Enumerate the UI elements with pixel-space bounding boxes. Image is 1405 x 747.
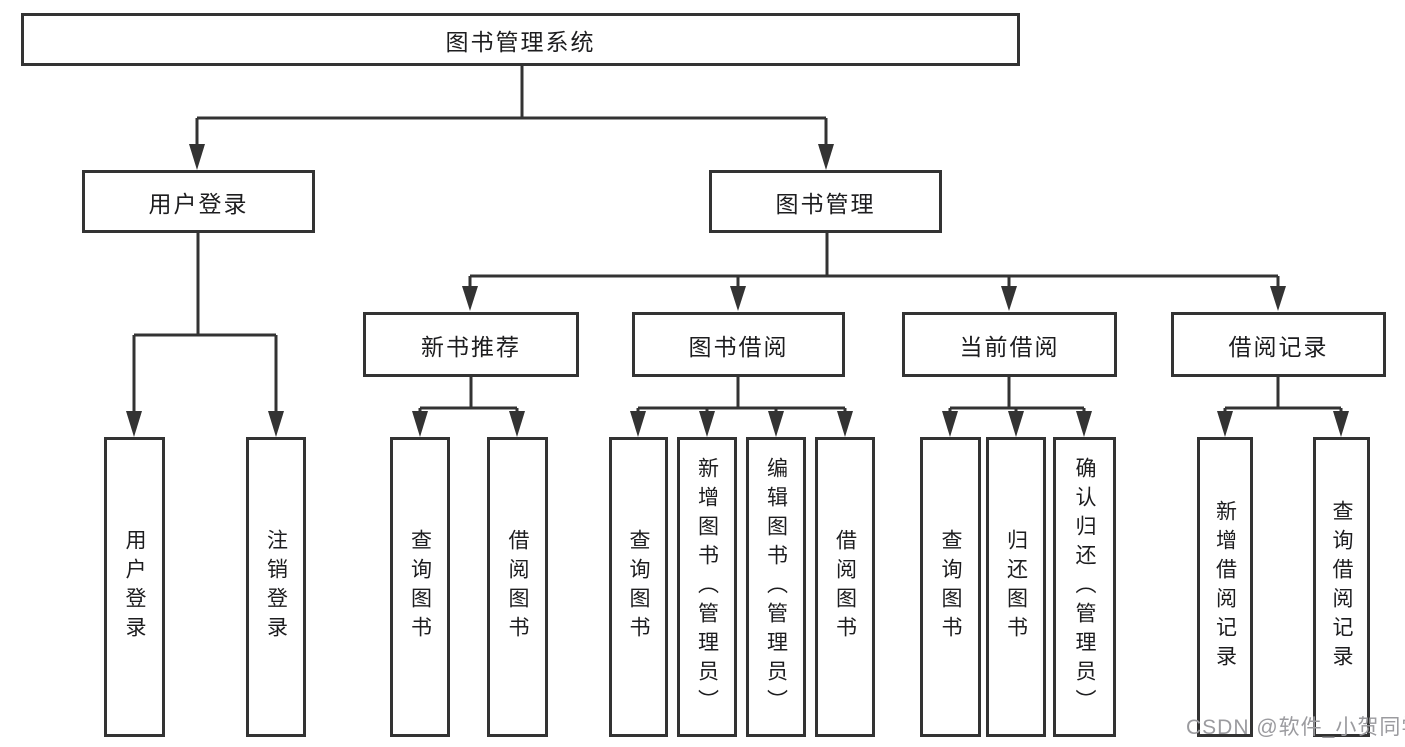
node-book-management-label: 图书管理 <box>775 190 876 217</box>
leaf-borrow-query-books: 查询图书 <box>609 437 668 737</box>
node-book-management: 图书管理 <box>709 170 942 233</box>
node-new-book-recommend-label: 新书推荐 <box>421 333 521 360</box>
leaf-record-query-borrow-record: 查询借阅记录 <box>1313 437 1370 737</box>
leaf-borrow-query-books-label: 查询图书 <box>627 529 651 645</box>
connector-user-login-children <box>126 233 284 437</box>
node-borrow-record-label: 借阅记录 <box>1228 333 1329 360</box>
node-book-borrow: 图书借阅 <box>632 312 845 377</box>
leaf-record-add-borrow-record: 新增借阅记录 <box>1197 437 1253 737</box>
leaf-newbook-query-books: 查询图书 <box>390 437 450 737</box>
leaf-current-confirm-return-admin: 确认归还（管理员） <box>1053 437 1116 737</box>
node-current-borrow: 当前借阅 <box>902 312 1117 377</box>
leaf-current-query-books-label: 查询图书 <box>939 529 963 645</box>
leaf-borrow-add-books-admin: 新增图书（管理员） <box>677 437 737 737</box>
csdn-watermark: CSDN @软件_小贺同学 <box>1186 716 1405 739</box>
leaf-newbook-borrow-books-label: 借阅图书 <box>506 529 530 645</box>
leaf-record-query-borrow-record-label: 查询借阅记录 <box>1330 500 1354 674</box>
node-user-login-label: 用户登录 <box>148 190 249 217</box>
node-root-label: 图书管理系统 <box>445 28 596 55</box>
leaf-logout: 注销登录 <box>246 437 306 737</box>
connector-new-book-children <box>412 377 525 437</box>
leaf-borrow-edit-books-admin: 编辑图书（管理员） <box>746 437 806 737</box>
connector-current-borrow-children <box>942 377 1092 437</box>
leaf-borrow-add-books-admin-label: 新增图书（管理员） <box>695 456 719 718</box>
node-current-borrow-label: 当前借阅 <box>959 333 1060 360</box>
leaf-record-add-borrow-record-label: 新增借阅记录 <box>1213 500 1237 674</box>
leaf-borrow-borrow-books-label: 借阅图书 <box>833 529 857 645</box>
connector-book-mgmt-children <box>462 233 1286 311</box>
leaf-user-login: 用户登录 <box>104 437 165 737</box>
node-borrow-record: 借阅记录 <box>1171 312 1386 377</box>
leaf-user-login-label: 用户登录 <box>123 529 147 645</box>
node-book-borrow-label: 图书借阅 <box>688 333 789 360</box>
leaf-current-return-books: 归还图书 <box>986 437 1046 737</box>
leaf-newbook-query-books-label: 查询图书 <box>408 529 432 645</box>
leaf-current-query-books: 查询图书 <box>920 437 981 737</box>
leaf-current-return-books-label: 归还图书 <box>1004 529 1028 645</box>
node-new-book-recommend: 新书推荐 <box>363 312 579 377</box>
connector-borrow-record-children <box>1217 377 1349 437</box>
leaf-borrow-borrow-books: 借阅图书 <box>815 437 875 737</box>
leaf-current-confirm-return-admin-label: 确认归还（管理员） <box>1073 456 1097 718</box>
connector-book-borrow-children <box>630 377 853 437</box>
leaf-logout-label: 注销登录 <box>264 529 288 645</box>
leaf-newbook-borrow-books: 借阅图书 <box>487 437 548 737</box>
node-root-system: 图书管理系统 <box>21 13 1020 66</box>
leaf-borrow-edit-books-admin-label: 编辑图书（管理员） <box>764 456 788 718</box>
node-user-login: 用户登录 <box>82 170 315 233</box>
connector-root-to-level2 <box>189 66 834 170</box>
